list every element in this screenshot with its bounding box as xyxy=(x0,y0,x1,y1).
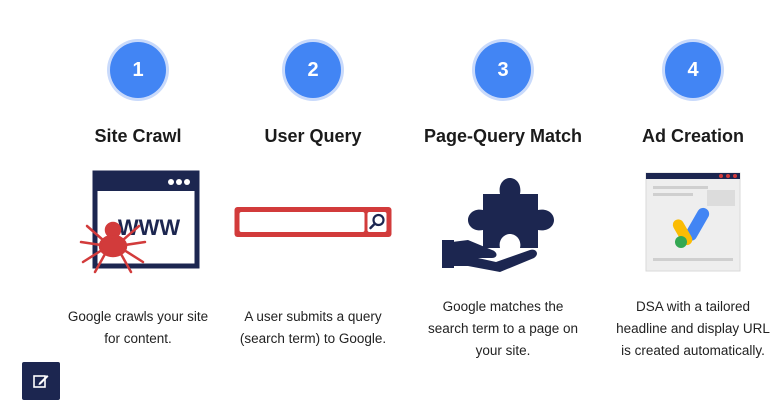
step-user-query: 2 User Query A user submits a query (sea… xyxy=(218,0,408,418)
step-description: DSA with a tailored headline and display… xyxy=(616,299,770,358)
step-number-circle: 2 xyxy=(285,42,341,98)
step-description: Google matches the search term to a page… xyxy=(427,299,579,358)
step-ad-creation: 4 Ad Creation DSA with a tailored headli… xyxy=(598,0,777,418)
step-title: Site Crawl xyxy=(94,126,182,146)
edit-icon xyxy=(33,375,49,388)
step-description: A user submits a query (search term) to … xyxy=(239,309,387,346)
hand-with-puzzle-piece-icon xyxy=(442,178,554,272)
step-title: User Query xyxy=(264,126,362,146)
step-number-circle: 4 xyxy=(665,42,721,98)
step-site-crawl: 1 Site Crawl WWW Google crawls your site… xyxy=(43,0,233,418)
step-page-query-match: 3 Page-Query Match Google matches the se… xyxy=(408,0,598,418)
search-bar-icon xyxy=(234,207,392,237)
step-title: Ad Creation xyxy=(641,126,744,146)
google-ads-page-icon xyxy=(645,172,741,272)
step-title: Page-Query Match xyxy=(423,126,583,146)
step-number-circle: 1 xyxy=(110,42,166,98)
step-description: Google crawls your site for content. xyxy=(67,309,209,346)
edit-button[interactable] xyxy=(22,362,60,400)
step-number-circle: 3 xyxy=(475,42,531,98)
browser-window-with-spider-icon: WWW xyxy=(79,170,200,274)
